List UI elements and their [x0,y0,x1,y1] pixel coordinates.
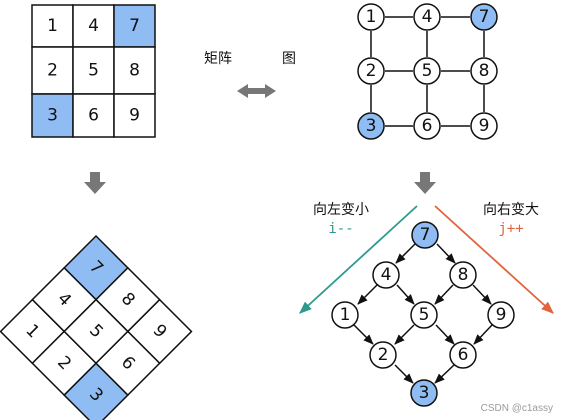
graph-node: 9 [470,112,498,140]
graph-node: 4 [413,3,441,31]
matrix-cell-label: 7 [129,16,140,36]
graph-node-label: 2 [366,61,377,81]
matrix-cell-highlighted: 7 [113,4,156,48]
tree-node-highlighted: 3 [410,379,438,407]
graph-node-label: 5 [422,61,433,81]
tree-node: 5 [410,301,438,329]
watermark: CSDN @c1assy [481,403,553,414]
tree-node: 8 [449,261,477,289]
tree-node-label: 7 [420,225,431,245]
matrix-cell: 2 [31,46,74,95]
matrix-cell-label: 3 [47,106,58,126]
graph-node: 8 [470,57,498,85]
left-direction-arrow [299,205,418,314]
matrix-cell-label: 2 [47,61,58,81]
graph-label: 图 [282,51,296,67]
grid-graph: 1 4 7 2 5 8 3 6 [357,3,498,140]
graph-node-highlighted: 7 [470,3,498,31]
tree-node: 2 [369,341,397,369]
right-code-label: j++ [498,221,523,237]
matrix-cell-label: 4 [88,16,99,36]
tree-node-label: 1 [340,305,351,325]
matrix-cell: 1 [31,4,74,48]
tree-node: 1 [331,301,359,329]
down-arrow-icon [84,172,106,194]
tree-node: 4 [372,261,400,289]
matrix-grid: 1 4 7 2 5 8 3 6 [31,4,156,138]
right-direction-arrow [434,205,554,314]
matrix-cell-label: 9 [129,106,140,126]
tree-node-label: 4 [381,265,392,285]
down-arrow-icon [414,172,436,194]
tree-node-label: 2 [378,345,389,365]
matrix-cell: 8 [113,46,156,95]
matrix-cell: 6 [72,93,115,138]
tree-node: 9 [487,301,515,329]
graph-node-label: 6 [422,116,433,136]
matrix-cell-highlighted: 3 [31,93,74,138]
tree-edges [353,243,493,384]
tree-node-label: 5 [419,305,430,325]
graph-node-label: 3 [366,116,377,136]
matrix-cell-label: 5 [88,61,99,81]
matrix-cell: 4 [72,4,115,48]
left-code-label: i-- [328,221,353,237]
rotated-matrix-cell-highlighted: 3 [63,362,129,420]
graph-node: 6 [413,112,441,140]
tree-node-label: 8 [458,265,469,285]
right-direction-label: 向右变大 [483,202,539,218]
tree-node-label: 3 [419,383,430,403]
graph-node: 5 [413,57,441,85]
graph-node-label: 9 [479,116,490,136]
matrix-cell-label: 1 [47,16,58,36]
matrix-label: 矩阵 [204,51,232,67]
graph-node-label: 1 [366,7,377,27]
matrix-cell: 9 [113,93,156,138]
tree-node-label: 9 [496,305,507,325]
double-arrow-icon [237,84,276,98]
graph-node: 1 [357,3,385,31]
matrix-cell-label: 6 [88,106,99,126]
matrix-cell: 5 [72,46,115,95]
graph-node-highlighted: 3 [357,112,385,140]
graph-node-label: 8 [479,61,490,81]
tree-node-highlighted: 7 [411,221,439,249]
tree-node: 6 [449,341,477,369]
graph-node-label: 7 [479,7,490,27]
tree-node-label: 6 [458,345,469,365]
graph-node: 2 [357,57,385,85]
left-direction-label: 向左变小 [313,202,369,218]
graph-node-label: 4 [422,7,433,27]
matrix-cell-label: 8 [129,61,140,81]
rotated-matrix: 7 8 9 4 5 6 1 2 [0,234,193,420]
